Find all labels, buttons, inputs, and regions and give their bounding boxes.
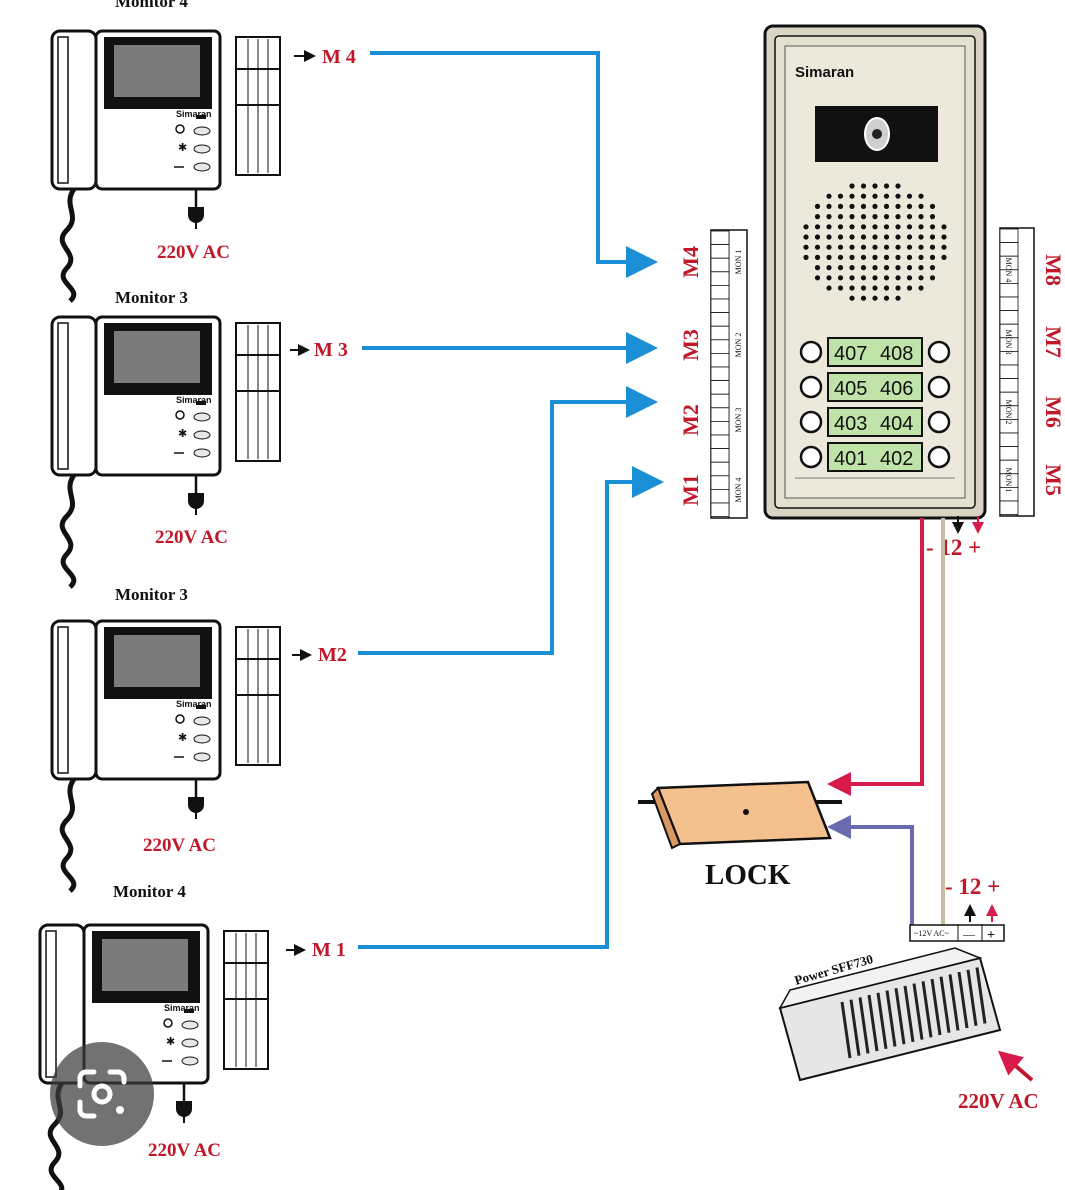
button-number: 406 xyxy=(880,378,913,400)
power-label: 220V AC xyxy=(157,242,230,263)
monitor-link-label: M 4 xyxy=(322,46,356,68)
lens-icon xyxy=(77,1069,127,1119)
mon-label: MON 1 xyxy=(1004,468,1013,493)
monitor-link-label: M2 xyxy=(318,644,347,666)
door-panel: Simaran 407 408 405 406 403 404 401 402 xyxy=(763,24,987,520)
image-search-button[interactable] xyxy=(50,1042,154,1146)
speaker-grille xyxy=(803,183,947,301)
button-number: 405 xyxy=(834,378,867,400)
panel-power-label: - 12 + xyxy=(926,535,981,560)
svg-text:+: + xyxy=(987,928,995,943)
button-number: 408 xyxy=(880,343,913,365)
button-number: 403 xyxy=(834,413,867,435)
blue-wires xyxy=(358,51,664,949)
button-number: 404 xyxy=(880,413,913,435)
monitor-title: Monitor 4 xyxy=(115,0,188,11)
mon-label: MON 3 xyxy=(1004,330,1013,355)
name-buttons: 407 408 405 406 403 404 401 402 xyxy=(799,337,951,472)
svg-text:—: — xyxy=(962,927,976,941)
mon-label: MON 2 xyxy=(734,333,743,358)
mon-label: MON 1 xyxy=(734,250,743,275)
power-supply-input-label: 220V AC xyxy=(958,1089,1039,1113)
power-label: 220V AC xyxy=(155,527,228,548)
button-number: 401 xyxy=(834,448,867,470)
panel-power-wires: - 12 + xyxy=(827,516,984,928)
terminal-label: M7 xyxy=(1041,326,1065,358)
power-supply-output-label: - 12 + xyxy=(945,874,1000,899)
monitor-brand: Simaran xyxy=(176,699,212,709)
mon-label: MON 4 xyxy=(734,478,743,503)
power-label: 220V AC xyxy=(148,1140,221,1161)
button-number: 407 xyxy=(834,343,867,365)
panel-brand: Simaran xyxy=(795,64,854,81)
monitor-title: Monitor 4 xyxy=(113,882,186,901)
terminal-label: M5 xyxy=(1041,464,1065,496)
monitor-link-label: M 3 xyxy=(314,339,348,361)
terminal-label: M8 xyxy=(1041,254,1065,286)
right-terminal-block: M8 MON 4 M7 MON 3 M6 MON 2 M5 MON 1 xyxy=(999,227,1065,517)
monitor-row-2: Monitor 3 Simaran M 3 220V AC xyxy=(52,288,348,587)
terminal-label: M2 xyxy=(678,404,703,436)
monitor-brand: Simaran xyxy=(176,395,212,405)
mon-label: MON 2 xyxy=(1004,400,1013,425)
monitor-title: Monitor 3 xyxy=(115,288,188,307)
monitor-row-4: Monitor 4 Simaran M 1 220V AC xyxy=(40,882,346,1190)
monitor-brand: Simaran xyxy=(176,109,212,119)
button-number: 402 xyxy=(880,448,913,470)
monitor-brand: Simaran xyxy=(164,1003,200,1013)
terminal-label: M6 xyxy=(1041,396,1065,428)
lock-label: LOCK xyxy=(705,859,791,891)
terminal-label: M4 xyxy=(678,246,703,278)
terminal-label: M1 xyxy=(678,474,703,506)
mon-label: MON 3 xyxy=(734,408,743,433)
monitor-row-3: Monitor 3 Simaran M2 220V AC xyxy=(52,585,347,891)
lock: LOCK xyxy=(638,780,842,891)
mon-label: MON 4 xyxy=(1004,258,1013,283)
power-supply: - 12 + ~12V AC~ — + Power SFF730 220V AC xyxy=(778,874,1039,1113)
monitor-link-label: M 1 xyxy=(312,939,346,961)
left-terminal-block: M4 MON 1 M3 MON 2 M2 MON 3 M1 MON 4 xyxy=(678,229,748,519)
connector-arrows xyxy=(286,50,316,956)
ac-terminal-label: ~12V AC~ xyxy=(914,929,950,938)
power-label: 220V AC xyxy=(143,835,216,856)
terminal-label: M3 xyxy=(678,329,703,361)
monitor-title: Monitor 3 xyxy=(115,585,188,604)
monitor-row-1: Monitor 4 Simaran M 4 220V AC xyxy=(52,0,356,301)
